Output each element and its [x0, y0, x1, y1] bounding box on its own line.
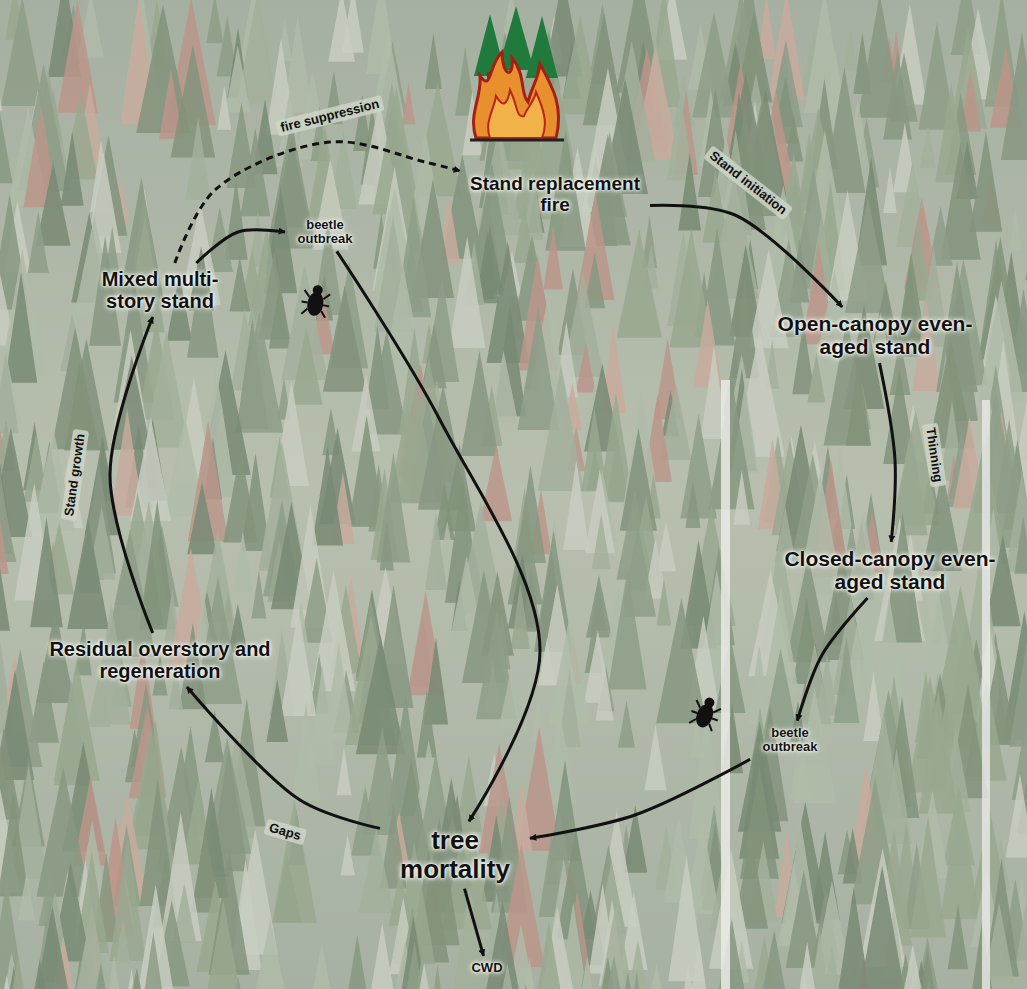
stage-label: Stand replacement fire [465, 174, 645, 216]
node-text: beetle outbreak [755, 726, 825, 755]
central-label: tree mortality [385, 826, 525, 883]
output-label: CWD [471, 961, 502, 975]
cycle-arrow [465, 889, 484, 956]
cycle-arrow [879, 363, 895, 542]
beetle-icon [299, 283, 332, 318]
node-text: Mixed multi-story stand [90, 268, 230, 312]
cycle-arrow [337, 251, 540, 821]
dashed-arrow [175, 142, 460, 263]
stage-label: Mixed multi-story stand [90, 268, 230, 312]
node-text: CWD [471, 961, 502, 975]
cycle-arrow [110, 317, 153, 633]
cycle-arrow [196, 230, 285, 263]
arrow-label: Thinning [922, 423, 947, 488]
beetle-icon [687, 693, 724, 732]
stage-label: Closed-canopy even-aged stand [765, 547, 1015, 593]
stage-label: Residual overstory and regeneration [30, 638, 290, 682]
node-text: Stand replacement fire [465, 174, 645, 216]
cycle-arrow [187, 687, 380, 828]
node-text: tree mortality [385, 826, 525, 883]
cycle-arrow [797, 598, 867, 721]
stage-label: Open-canopy even-aged stand [755, 312, 995, 358]
event-label: beetle outbreak [290, 218, 360, 247]
arrow-label: fire suppression [275, 95, 385, 137]
node-text: Residual overstory and regeneration [30, 638, 290, 682]
cycle-arrow [530, 759, 750, 838]
arrow-label: Stand initiation [703, 145, 793, 221]
event-label: beetle outbreak [755, 726, 825, 755]
cycle-arrow [650, 205, 842, 307]
arrow-label: Gaps [263, 819, 306, 846]
arrow-label: Stand growth [61, 429, 90, 521]
fire-icon [470, 6, 564, 140]
node-text: beetle outbreak [290, 218, 360, 247]
node-text: Closed-canopy even-aged stand [765, 547, 1015, 593]
node-text: Open-canopy even-aged stand [755, 312, 995, 358]
